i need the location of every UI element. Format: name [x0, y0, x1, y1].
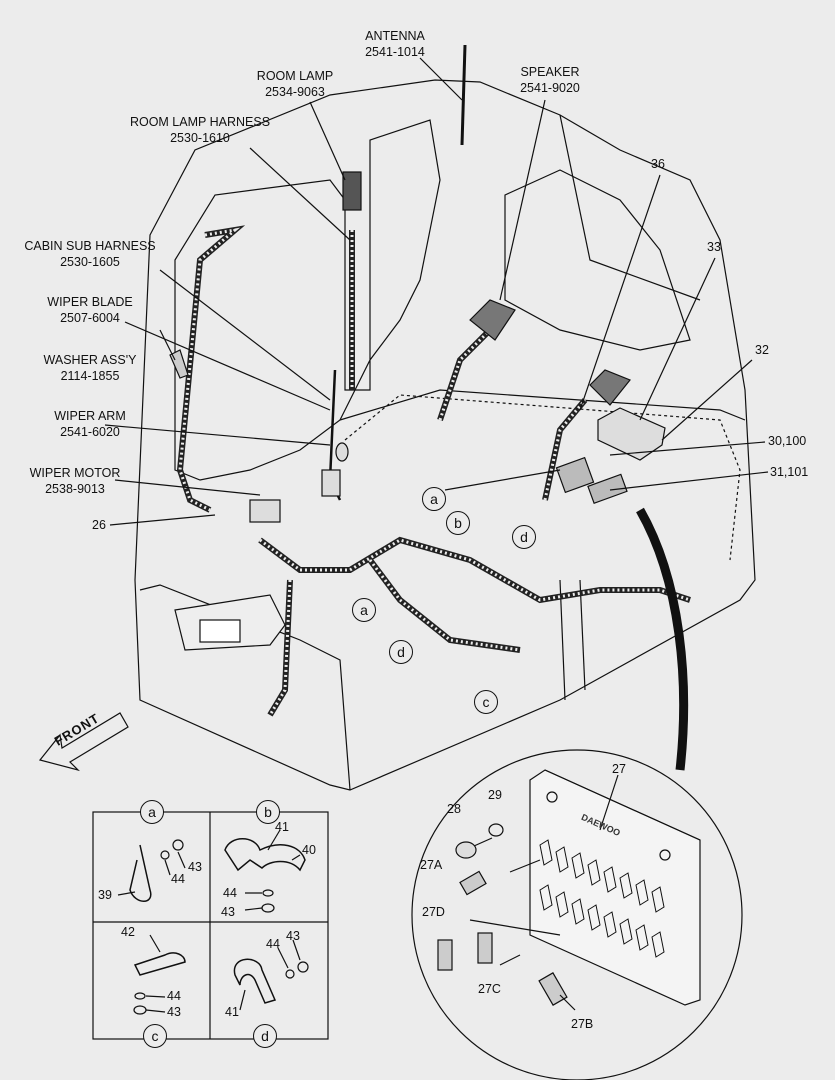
callout-26: 26 [92, 518, 106, 532]
cabin-sub-harness-line [176, 225, 246, 513]
callout-44-b: 44 [223, 886, 237, 900]
callout-41-b: 41 [275, 820, 289, 834]
washer-29 [488, 823, 504, 837]
callout-27c: 27C [478, 982, 501, 996]
label-wiper-motor-number: 2538-9013 [45, 482, 105, 496]
callout-44-c: 44 [167, 989, 181, 1003]
inset-ref-d: d [253, 1024, 277, 1048]
callout-29: 29 [488, 788, 502, 802]
floor-line [339, 389, 746, 421]
label-washer-assy: WASHER ASS'Y 2114-1855 [30, 352, 150, 384]
label-antenna: ANTENNA 2541-1014 [345, 28, 445, 60]
label-cabin-sub-harness-title: CABIN SUB HARNESS [24, 239, 156, 253]
callout-30-100: 30,100 [768, 434, 807, 448]
label-speaker-title: SPEAKER [520, 65, 580, 79]
inset-ref-c: c [143, 1024, 167, 1048]
fuse-slots [539, 839, 665, 958]
magnification-sweep [636, 507, 689, 771]
callout-44-a: 44 [171, 872, 185, 886]
label-washer-assy-number: 2114-1855 [60, 369, 120, 383]
label-wiper-arm-number: 2541-6020 [60, 425, 120, 439]
callout-36: 36 [651, 157, 665, 171]
fuse-block-b [587, 473, 628, 505]
front-arrow-shape [38, 712, 129, 772]
label-cabin-sub-harness-number: 2530-1605 [60, 255, 120, 269]
callout-43-a: 43 [188, 860, 202, 874]
side-window-frame [504, 169, 691, 351]
label-antenna-number: 2541-1014 [365, 45, 425, 59]
label-wiper-arm-title: WIPER ARM [54, 409, 126, 423]
label-wiper-blade-title: WIPER BLADE [47, 295, 133, 309]
wiper-motor-body [249, 499, 281, 523]
fuse-27a [459, 870, 487, 896]
label-cabin-sub-harness: CABIN SUB HARNESS 2530-1605 [10, 238, 170, 270]
speaker-left [469, 299, 516, 341]
callout-27: 27 [612, 762, 626, 776]
detail-ref-c: c [474, 690, 498, 714]
label-antenna-title: ANTENNA [365, 29, 425, 43]
callout-40: 40 [302, 843, 316, 857]
fuse-block-a [555, 456, 595, 494]
label-speaker-number: 2541-9020 [520, 81, 580, 95]
callout-32: 32 [755, 343, 769, 357]
label-room-lamp-title: ROOM LAMP [256, 69, 334, 83]
callout-42: 42 [121, 925, 135, 939]
callout-27b: 27B [571, 1017, 594, 1031]
main-harness-line [258, 536, 691, 604]
label-room-lamp: ROOM LAMP 2534-9063 [240, 68, 350, 100]
detail-ref-a-2: a [352, 598, 376, 622]
callout-33: 33 [707, 240, 721, 254]
label-wiper-arm: WIPER ARM 2541-6020 [30, 408, 150, 440]
radio-box [597, 407, 666, 461]
left-lower-panel [139, 584, 351, 791]
washer-bottle [169, 349, 189, 379]
label-wiper-motor: WIPER MOTOR 2538-9013 [10, 465, 140, 497]
detail-ref-b: b [446, 511, 470, 535]
room-lamp-body [342, 171, 362, 211]
cabin-outline [134, 79, 756, 791]
speaker-right [589, 369, 631, 406]
label-room-lamp-harness-title: ROOM LAMP HARNESS [129, 115, 271, 129]
detail-ref-a-1: a [422, 487, 446, 511]
front-window-frame [174, 119, 441, 481]
inset-ref-a: a [140, 800, 164, 824]
callout-39: 39 [98, 888, 112, 902]
label-wiper-blade-number: 2507-6004 [60, 311, 120, 325]
callout-43-c: 43 [167, 1005, 181, 1019]
callout-31-101: 31,101 [770, 465, 809, 479]
label-washer-assy-title: WASHER ASS'Y [43, 353, 137, 367]
label-room-lamp-number: 2534-9063 [265, 85, 325, 99]
detail-ref-d-1: d [512, 525, 536, 549]
callout-27d: 27D [422, 905, 445, 919]
inset-ref-b: b [256, 800, 280, 824]
rear-pillar [559, 114, 701, 301]
antenna-rod [460, 44, 467, 146]
label-wiper-blade: WIPER BLADE 2507-6004 [25, 294, 155, 326]
detail-ref-d-2: d [389, 640, 413, 664]
callout-27a: 27A [420, 858, 443, 872]
label-room-lamp-harness: ROOM LAMP HARNESS 2530-1610 [110, 114, 290, 146]
fuse-27c [477, 932, 493, 964]
callout-41-d: 41 [225, 1005, 239, 1019]
callout-43-b: 43 [221, 905, 235, 919]
label-room-lamp-harness-number: 2530-1610 [170, 131, 230, 145]
label-speaker: SPEAKER 2541-9020 [500, 64, 600, 96]
callout-28: 28 [447, 802, 461, 816]
fuse-27b [538, 972, 568, 1006]
callout-43-d: 43 [286, 929, 300, 943]
label-wiper-motor-title: WIPER MOTOR [29, 466, 121, 480]
screw-28 [455, 841, 477, 859]
callout-44-d: 44 [266, 937, 280, 951]
fuse-27d [437, 939, 453, 971]
